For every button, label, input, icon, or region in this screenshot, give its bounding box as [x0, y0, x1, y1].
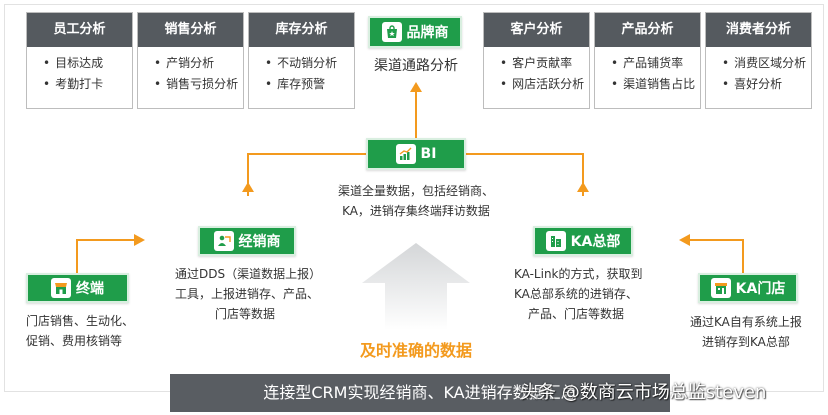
- bi-tag: BI: [366, 138, 466, 170]
- ka-store-desc-line: 通过KA自有系统上报: [690, 315, 802, 329]
- brand-subtitle: 渠道通路分析: [374, 58, 458, 74]
- kastore-to-kahq-line: [686, 239, 744, 273]
- ka-hq-desc-line: KA-Link的方式，获取到: [514, 267, 643, 281]
- ka-hq-desc-line: KA总部系统的进销存、: [514, 287, 638, 301]
- dealer-desc-line: 通过DDS（渠道数据上报）: [175, 267, 322, 281]
- bar-chart-icon: [395, 144, 416, 164]
- card-title: 产品分析: [595, 13, 700, 47]
- card-consumer-analysis: 消费者分析 消费区域分析 喜好分析: [705, 12, 812, 109]
- terminal-label: 终端: [76, 281, 104, 297]
- card-sales-analysis: 销售分析 产销分析 销售亏损分析: [137, 12, 244, 109]
- brand-tag: 品牌商: [368, 16, 462, 48]
- ka-hq-description: KA-Link的方式，获取到 KA总部系统的进销存、 产品、门店等数据: [514, 264, 643, 324]
- dealer-description: 通过DDS（渠道数据上报） 工具，上报进销存、产品、 门店等数据: [175, 264, 321, 324]
- card-item: 产品铺货率: [611, 53, 700, 74]
- dealer-tag: 经销商: [198, 226, 296, 256]
- card-item: 销售亏损分析: [154, 74, 243, 95]
- card-item: 渠道销售占比: [611, 74, 700, 95]
- watermark: 头条 @数商云市场总监steven: [520, 382, 767, 403]
- card-item: 不动销分析: [265, 53, 354, 74]
- card-customer-analysis: 客户分析 客户贡献率 网店活跃分析: [483, 12, 590, 109]
- card-title: 客户分析: [484, 13, 589, 47]
- arrowhead-brand: [410, 82, 422, 92]
- store-icon: [710, 278, 731, 298]
- card-title: 员工分析: [27, 13, 132, 47]
- bi-description: 渠道全量数据，包括经销商、 KA，进销存集终端拜访数据: [311, 181, 521, 221]
- arrowhead-bi-right: [577, 182, 589, 192]
- bi-desc-line: 渠道全量数据，包括经销商、: [337, 184, 494, 198]
- terminal-description: 门店销售、生动化、 促销、费用核销等: [26, 311, 134, 351]
- dealer-label: 经销商: [238, 234, 281, 250]
- data-flow-up-arrow: [362, 243, 470, 330]
- card-title: 销售分析: [138, 13, 243, 47]
- storefront-icon: [51, 278, 71, 298]
- card-item: 客户贡献率: [500, 53, 589, 74]
- dealer-desc-line: 工具，上报进销存、产品、: [175, 287, 320, 301]
- summary-bar: 连接型CRM实现经销商、KA进销存数据汇总: [170, 374, 670, 412]
- card-title: 消费者分析: [706, 13, 811, 47]
- card-title: 库存分析: [249, 13, 354, 47]
- arrowhead-kahq: [679, 234, 690, 246]
- terminal-desc-line: 促销、费用核销等: [26, 334, 123, 348]
- dealer-desc-line: 门店等数据: [215, 307, 276, 321]
- ka-hq-tag: KA总部: [533, 226, 633, 256]
- terminal-to-dealer-line: [76, 239, 138, 273]
- arrowhead-dealer: [134, 234, 145, 246]
- ka-hq-label: KA总部: [570, 234, 621, 250]
- ka-store-description: 通过KA自有系统上报 进销存到KA总部: [690, 312, 802, 352]
- card-item: 产销分析: [154, 53, 243, 74]
- timely-accurate-data-label: 及时准确的数据: [359, 341, 472, 360]
- card-product-analysis: 产品分析 产品铺货率 渠道销售占比: [594, 12, 701, 109]
- shopping-bag-icon: [381, 22, 402, 42]
- arrowhead-bi-left: [242, 182, 254, 192]
- bi-desc-line: KA，进销存集终端拜访数据: [342, 204, 490, 218]
- card-item: 喜好分析: [722, 74, 811, 95]
- terminal-tag: 终端: [26, 273, 129, 303]
- brand-label: 品牌商: [406, 25, 449, 41]
- ka-store-desc-line: 进销存到KA总部: [702, 335, 790, 349]
- card-item: 考勤打卡: [43, 74, 132, 95]
- card-inventory-analysis: 库存分析 不动销分析 库存预警: [248, 12, 355, 109]
- ka-hq-desc-line: 产品、门店等数据: [528, 307, 625, 321]
- ka-store-label: KA门店: [735, 281, 786, 297]
- bi-label: BI: [420, 146, 437, 162]
- ka-store-tag: KA门店: [698, 273, 798, 303]
- card-item: 目标达成: [43, 53, 132, 74]
- card-item: 网店活跃分析: [500, 74, 589, 95]
- card-employee-analysis: 员工分析 目标达成 考勤打卡: [26, 12, 133, 109]
- dealer-icon: [213, 231, 234, 251]
- building-icon: [545, 231, 566, 251]
- terminal-desc-line: 门店销售、生动化、: [26, 314, 135, 328]
- card-item: 消费区域分析: [722, 53, 811, 74]
- card-item: 库存预警: [265, 74, 354, 95]
